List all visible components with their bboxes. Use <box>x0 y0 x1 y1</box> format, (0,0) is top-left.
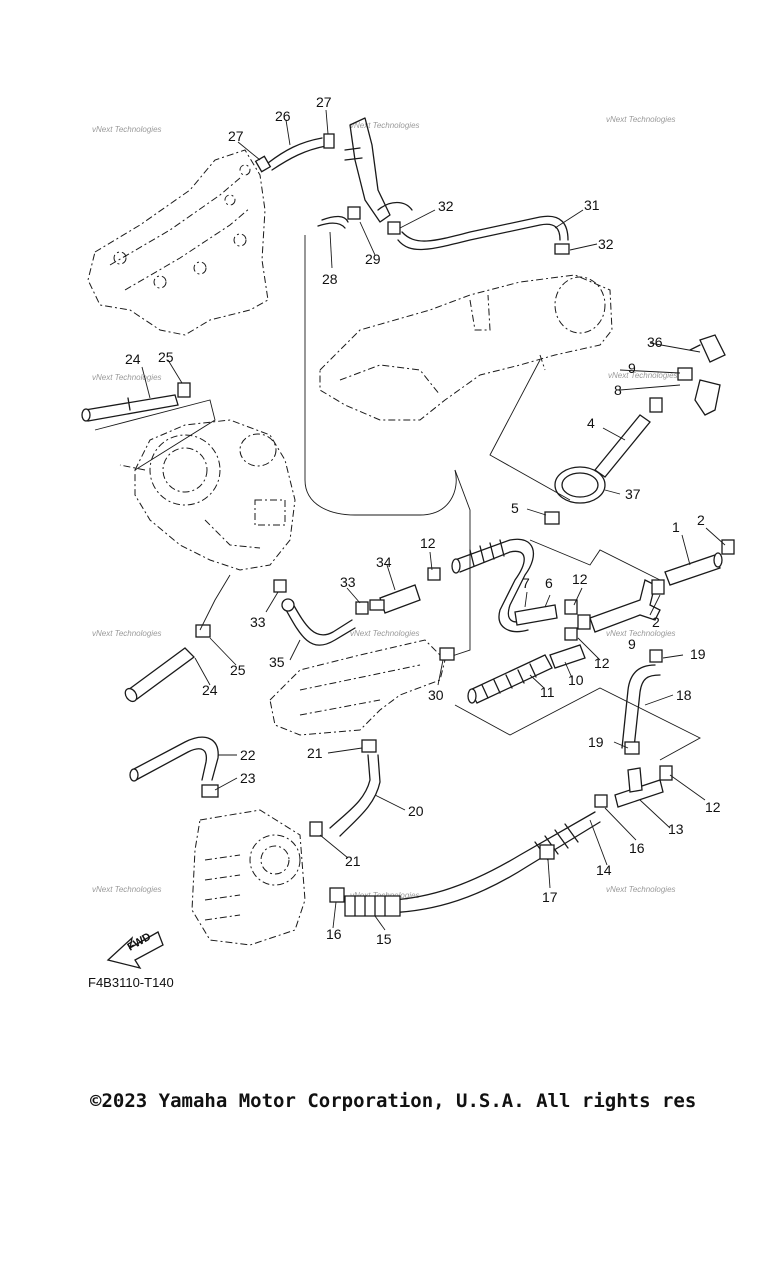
callout-19: 19 <box>690 646 706 662</box>
callout-36: 36 <box>647 334 663 350</box>
supercharger <box>119 419 296 571</box>
watermark-text: vNext Technologies <box>606 115 676 124</box>
callout-37: 37 <box>625 486 641 502</box>
callout-16: 16 <box>326 926 342 942</box>
callout-12: 12 <box>572 571 588 587</box>
watermark-text: vNext Technologies <box>92 885 162 894</box>
fwd-arrow-icon: FWD <box>106 931 164 970</box>
bellows-hose-11 <box>454 627 701 761</box>
hose-35 <box>273 579 369 646</box>
callout-33: 33 <box>250 614 266 630</box>
tee-13 <box>594 765 673 808</box>
pump-housing <box>191 809 306 946</box>
watermark-text: vNext Technologies <box>92 629 162 638</box>
callout-34: 34 <box>376 554 392 570</box>
pipe-6 <box>514 599 578 626</box>
outlet-housing <box>269 639 455 736</box>
callout-2: 2 <box>697 512 705 528</box>
fitting-9-8 <box>677 367 721 416</box>
callout-27: 27 <box>228 128 244 144</box>
callout-32: 32 <box>438 198 454 214</box>
callout-9: 9 <box>628 360 636 376</box>
callout-12: 12 <box>420 535 436 551</box>
callout-20: 20 <box>408 803 424 819</box>
hose-4 <box>594 397 663 478</box>
callout-31: 31 <box>584 197 600 213</box>
callout-21: 21 <box>345 853 361 869</box>
callout-32: 32 <box>598 236 614 252</box>
callout-16: 16 <box>629 840 645 856</box>
callout-22: 22 <box>240 747 256 763</box>
callout-28: 28 <box>322 271 338 287</box>
callout-11: 11 <box>540 684 555 700</box>
callout-4: 4 <box>587 415 595 431</box>
callout-24: 24 <box>202 682 218 698</box>
hose-26 <box>254 133 335 173</box>
breather-bracket <box>344 117 413 235</box>
watermark-text: vNext Technologies <box>92 125 162 134</box>
callout-13: 13 <box>668 821 684 837</box>
callout-6: 6 <box>545 575 553 591</box>
callout-14: 14 <box>596 862 612 878</box>
pipe-1 <box>651 539 735 595</box>
callout-9: 9 <box>628 636 636 652</box>
callout-17: 17 <box>542 889 558 905</box>
callout-33: 33 <box>340 574 356 590</box>
callout-7: 7 <box>522 575 530 591</box>
copyright-text: ©2023 Yamaha Motor Corporation, U.S.A. A… <box>90 1090 697 1112</box>
watermark-text: vNext Technologies <box>608 371 678 380</box>
diagram-code: F4B3110-T140 <box>88 975 174 990</box>
callout-10: 10 <box>568 672 584 688</box>
watermark-text: vNext Technologies <box>606 629 676 638</box>
ring-37 <box>489 359 606 504</box>
callout-labels: 1 2 2 4 5 6 7 8 9 9 10 11 12 12 12 12 13… <box>125 94 721 947</box>
hose-22 <box>129 736 219 798</box>
watermarks: vNext Technologies vNext Technologies vN… <box>92 115 678 900</box>
hose-20 <box>309 739 381 837</box>
fitting-36 <box>689 334 726 363</box>
callout-18: 18 <box>676 687 692 703</box>
callout-26: 26 <box>275 108 291 124</box>
hose-24-upper <box>81 382 216 471</box>
tube-28 <box>304 215 471 661</box>
callout-12: 12 <box>705 799 721 815</box>
fitting-34 <box>369 567 441 614</box>
watermark-text: vNext Technologies <box>350 121 420 130</box>
bellows-hose-7 <box>451 538 534 633</box>
watermark-text: vNext Technologies <box>92 373 162 382</box>
callout-5: 5 <box>511 500 519 516</box>
hose-18 <box>621 649 663 755</box>
callout-24: 24 <box>125 351 141 367</box>
callout-2: 2 <box>652 614 660 630</box>
intake-manifold <box>319 274 613 421</box>
copyright-strip: ©2023 Yamaha Motor Corporation, U.S.A. A… <box>0 1080 768 1120</box>
watermark-text: vNext Technologies <box>606 885 676 894</box>
callout-12: 12 <box>594 655 610 671</box>
exhaust-manifold <box>87 149 269 336</box>
callout-35: 35 <box>269 654 285 670</box>
hose-24-lower <box>124 574 231 703</box>
callout-23: 23 <box>240 770 256 786</box>
callout-21: 21 <box>307 745 323 761</box>
watermark-text: vNext Technologies <box>350 629 420 638</box>
callout-30: 30 <box>428 687 444 703</box>
hose-31 <box>397 215 570 255</box>
callout-25: 25 <box>158 349 174 365</box>
callout-15: 15 <box>376 931 392 947</box>
y-joint-3 <box>577 579 661 633</box>
clamp-5 <box>529 511 661 581</box>
callout-29: 29 <box>365 251 381 267</box>
callout-19: 19 <box>588 734 604 750</box>
callout-27: 27 <box>316 94 332 110</box>
callout-1: 1 <box>672 519 680 535</box>
parts-diagram: vNext Technologies vNext Technologies vN… <box>81 94 735 970</box>
callout-8: 8 <box>614 382 622 398</box>
callout-leaders <box>141 109 726 931</box>
bellows-15 <box>329 887 401 917</box>
callout-25: 25 <box>230 662 246 678</box>
